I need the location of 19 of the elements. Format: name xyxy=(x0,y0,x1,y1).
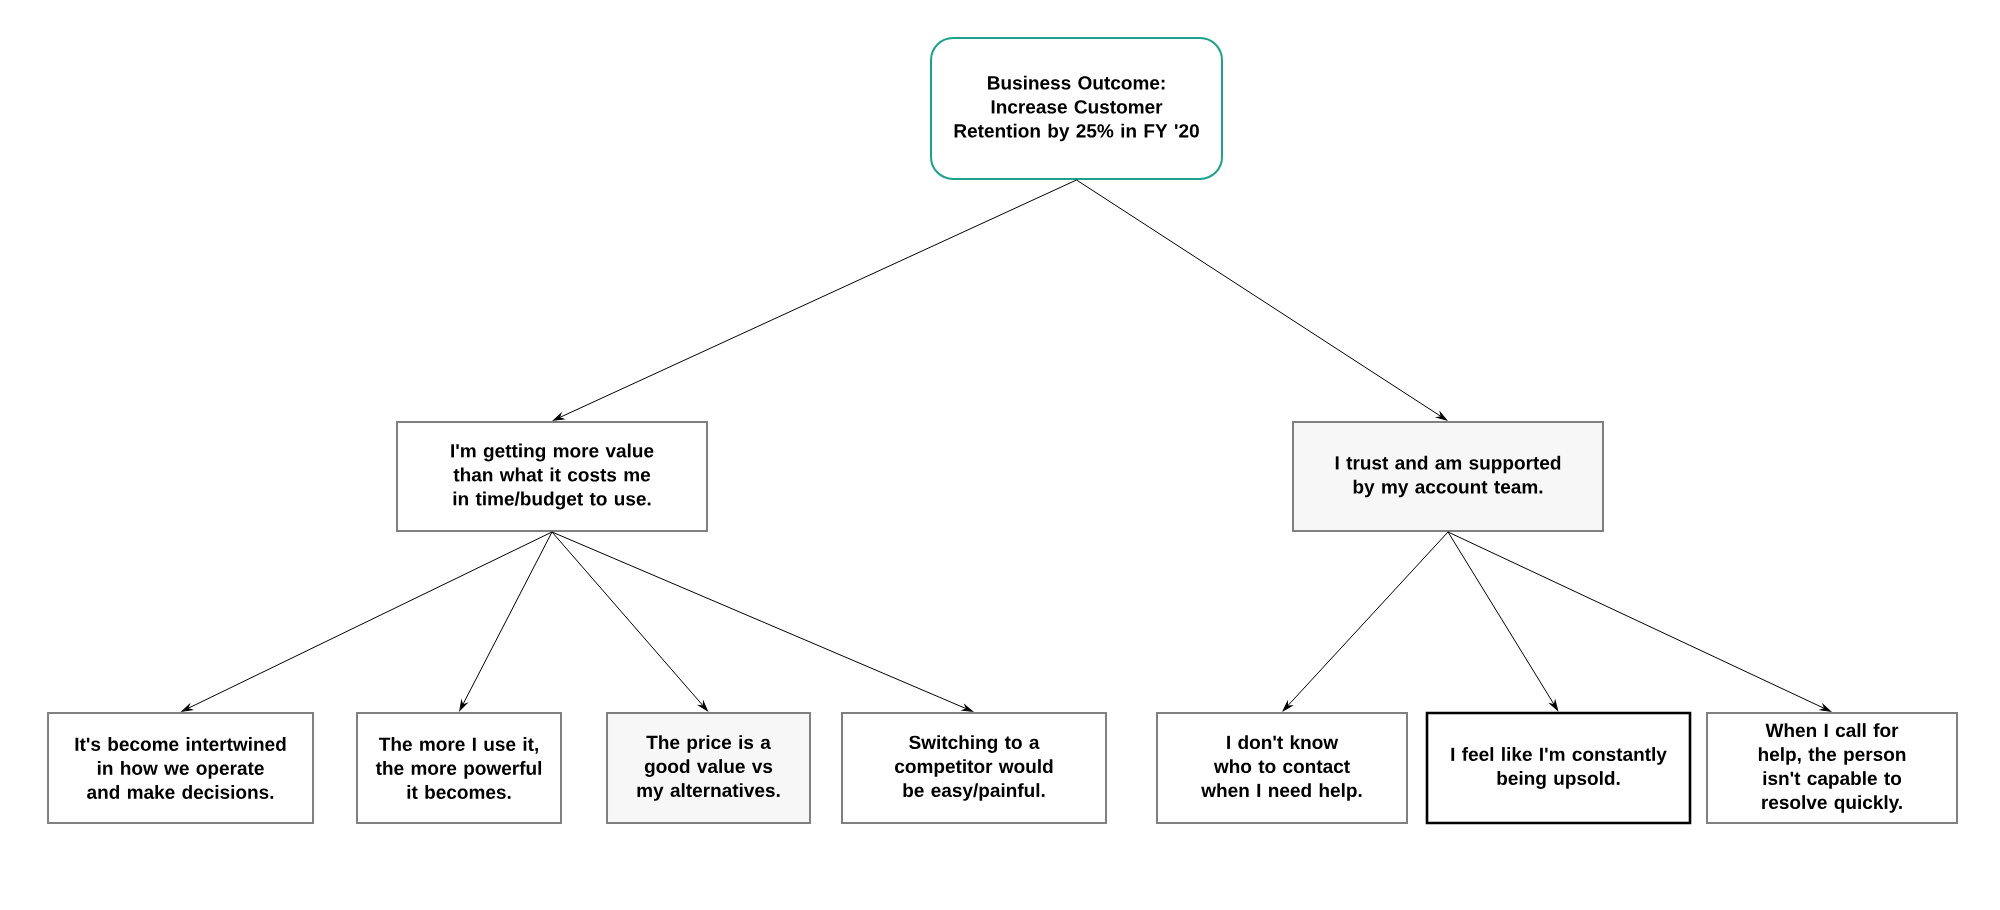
statement-box: The price is a good value vs my alternatives. xyxy=(606,712,811,824)
arrow xyxy=(181,531,553,712)
outcome-box: Business Outcome: Increase Customer Retention by 25% in FY '20 xyxy=(930,37,1223,180)
statement-box: Switching to a competitor would be easy/painful. xyxy=(841,712,1107,824)
statement-box: I don't know who to contact when I need help. xyxy=(1156,712,1408,824)
arrow xyxy=(551,531,973,712)
statement-box: I feel like I'm constantly being upsold. xyxy=(1425,711,1692,825)
statement-box: When I call for help, the person isn't capable to resolve quickly. xyxy=(1706,712,1958,824)
arrow xyxy=(1447,531,1559,711)
statement-box: It's become intertwined in how we operate and make decisions. xyxy=(47,712,314,824)
arrow xyxy=(551,531,708,712)
statement-box: I'm getting more value than what it costs me in time/budget to use. xyxy=(396,421,708,532)
statement-box: I trust and am supported by my account team. xyxy=(1292,421,1604,532)
arrow xyxy=(459,531,553,711)
arrow xyxy=(1076,179,1448,421)
arrow xyxy=(1447,531,1831,712)
statement-box: The more I use it, the more powerful it becomes. xyxy=(356,712,562,824)
arrow xyxy=(1282,531,1449,712)
arrow xyxy=(553,179,1077,421)
